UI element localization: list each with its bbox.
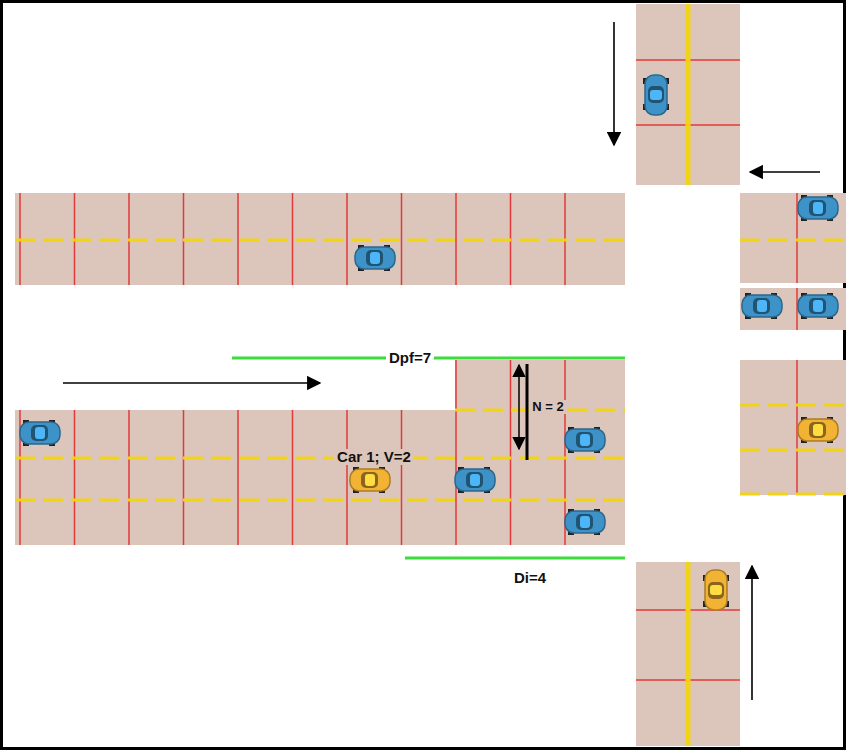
- road-east-in: [740, 360, 846, 495]
- cars: [20, 75, 838, 610]
- car: [798, 417, 838, 443]
- road-west-in: [15, 410, 625, 545]
- car: [798, 293, 838, 319]
- road-west-out: [15, 193, 625, 285]
- cell-line: [401, 193, 403, 285]
- cell-line: [237, 193, 239, 285]
- direction-arrows: [63, 22, 820, 700]
- roads: [15, 4, 846, 746]
- cell-line: [237, 410, 239, 545]
- lane-count-label: N = 2: [529, 400, 566, 414]
- car: [742, 293, 782, 319]
- cell-line: [455, 360, 457, 545]
- car: [565, 509, 605, 535]
- cell-line: [510, 360, 512, 545]
- cell-line: [74, 410, 76, 545]
- cell-lines: [20, 60, 797, 680]
- car: [355, 245, 395, 271]
- car-label: Car 1; V=2: [334, 449, 414, 466]
- dimension-label: Di=4: [511, 570, 549, 587]
- cell-line: [401, 410, 403, 545]
- cell-line: [346, 410, 348, 545]
- lane-lines: [15, 4, 846, 746]
- cell-line: [346, 193, 348, 285]
- car: [703, 570, 729, 610]
- cell-line: [128, 410, 130, 545]
- dimension-label: Dpf=7: [386, 350, 434, 367]
- dimension-marks: [232, 358, 625, 558]
- car: [455, 467, 495, 493]
- car: [20, 420, 60, 446]
- cell-line: [455, 193, 457, 285]
- road-south: [636, 562, 740, 746]
- cell-line: [292, 193, 294, 285]
- road-east-out: [740, 193, 846, 283]
- cell-line: [183, 410, 185, 545]
- car: [565, 427, 605, 453]
- road-north: [636, 4, 740, 185]
- car: [350, 467, 390, 493]
- car: [643, 75, 669, 115]
- car: [798, 195, 838, 221]
- cell-line: [292, 410, 294, 545]
- road-east-out-lane: [740, 288, 846, 330]
